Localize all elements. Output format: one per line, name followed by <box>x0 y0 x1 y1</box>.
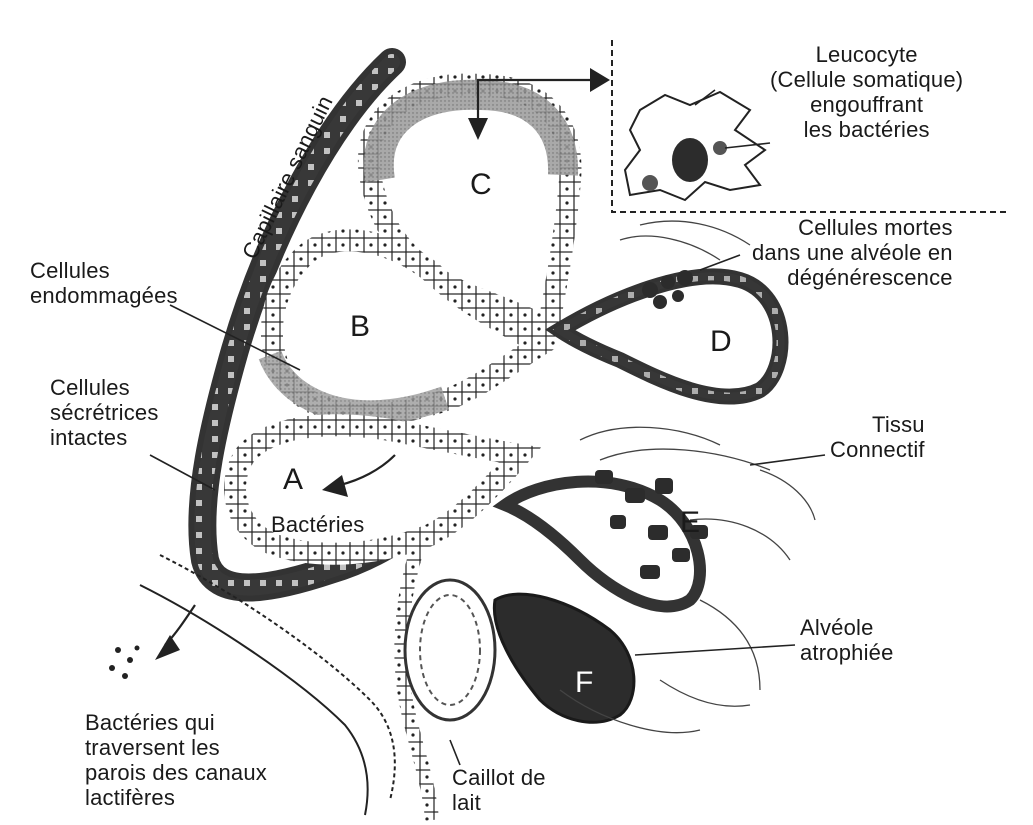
alveolus-a-letter: A <box>283 465 303 495</box>
label-cellules-endommagees: Cellules endommagées <box>30 258 178 308</box>
alveolus-f <box>494 594 634 722</box>
label-bacteries-canaux: Bactéries qui traversent les parois des … <box>85 710 267 810</box>
label-caillot-de-lait: Caillot de lait <box>452 765 546 815</box>
label-alveole-atrophiee: Alvéole atrophiée <box>800 615 894 665</box>
alveolus-e <box>505 481 700 606</box>
label-cellules-secretrices: Cellules sécrétrices intactes <box>50 375 159 450</box>
label-bacteries: Bactéries <box>271 512 365 537</box>
label-leucocyte: Leucocyte (Cellule somatique) engouffran… <box>770 42 963 142</box>
alveolus-e-letter: E <box>680 508 700 538</box>
alveolus-d-letter: D <box>710 327 732 357</box>
label-cellules-mortes: Cellules mortes dans une alvéole en dégé… <box>752 215 953 290</box>
label-tissu-connectif: Tissu Connectif <box>830 412 925 462</box>
alveolus-c-letter: C <box>470 170 492 200</box>
milk-clot <box>405 580 495 720</box>
free-bacteria <box>109 646 140 680</box>
alveolus-f-letter: F <box>575 668 594 698</box>
alveolus-d <box>560 276 780 396</box>
alveolus-b-letter: B <box>350 312 370 342</box>
